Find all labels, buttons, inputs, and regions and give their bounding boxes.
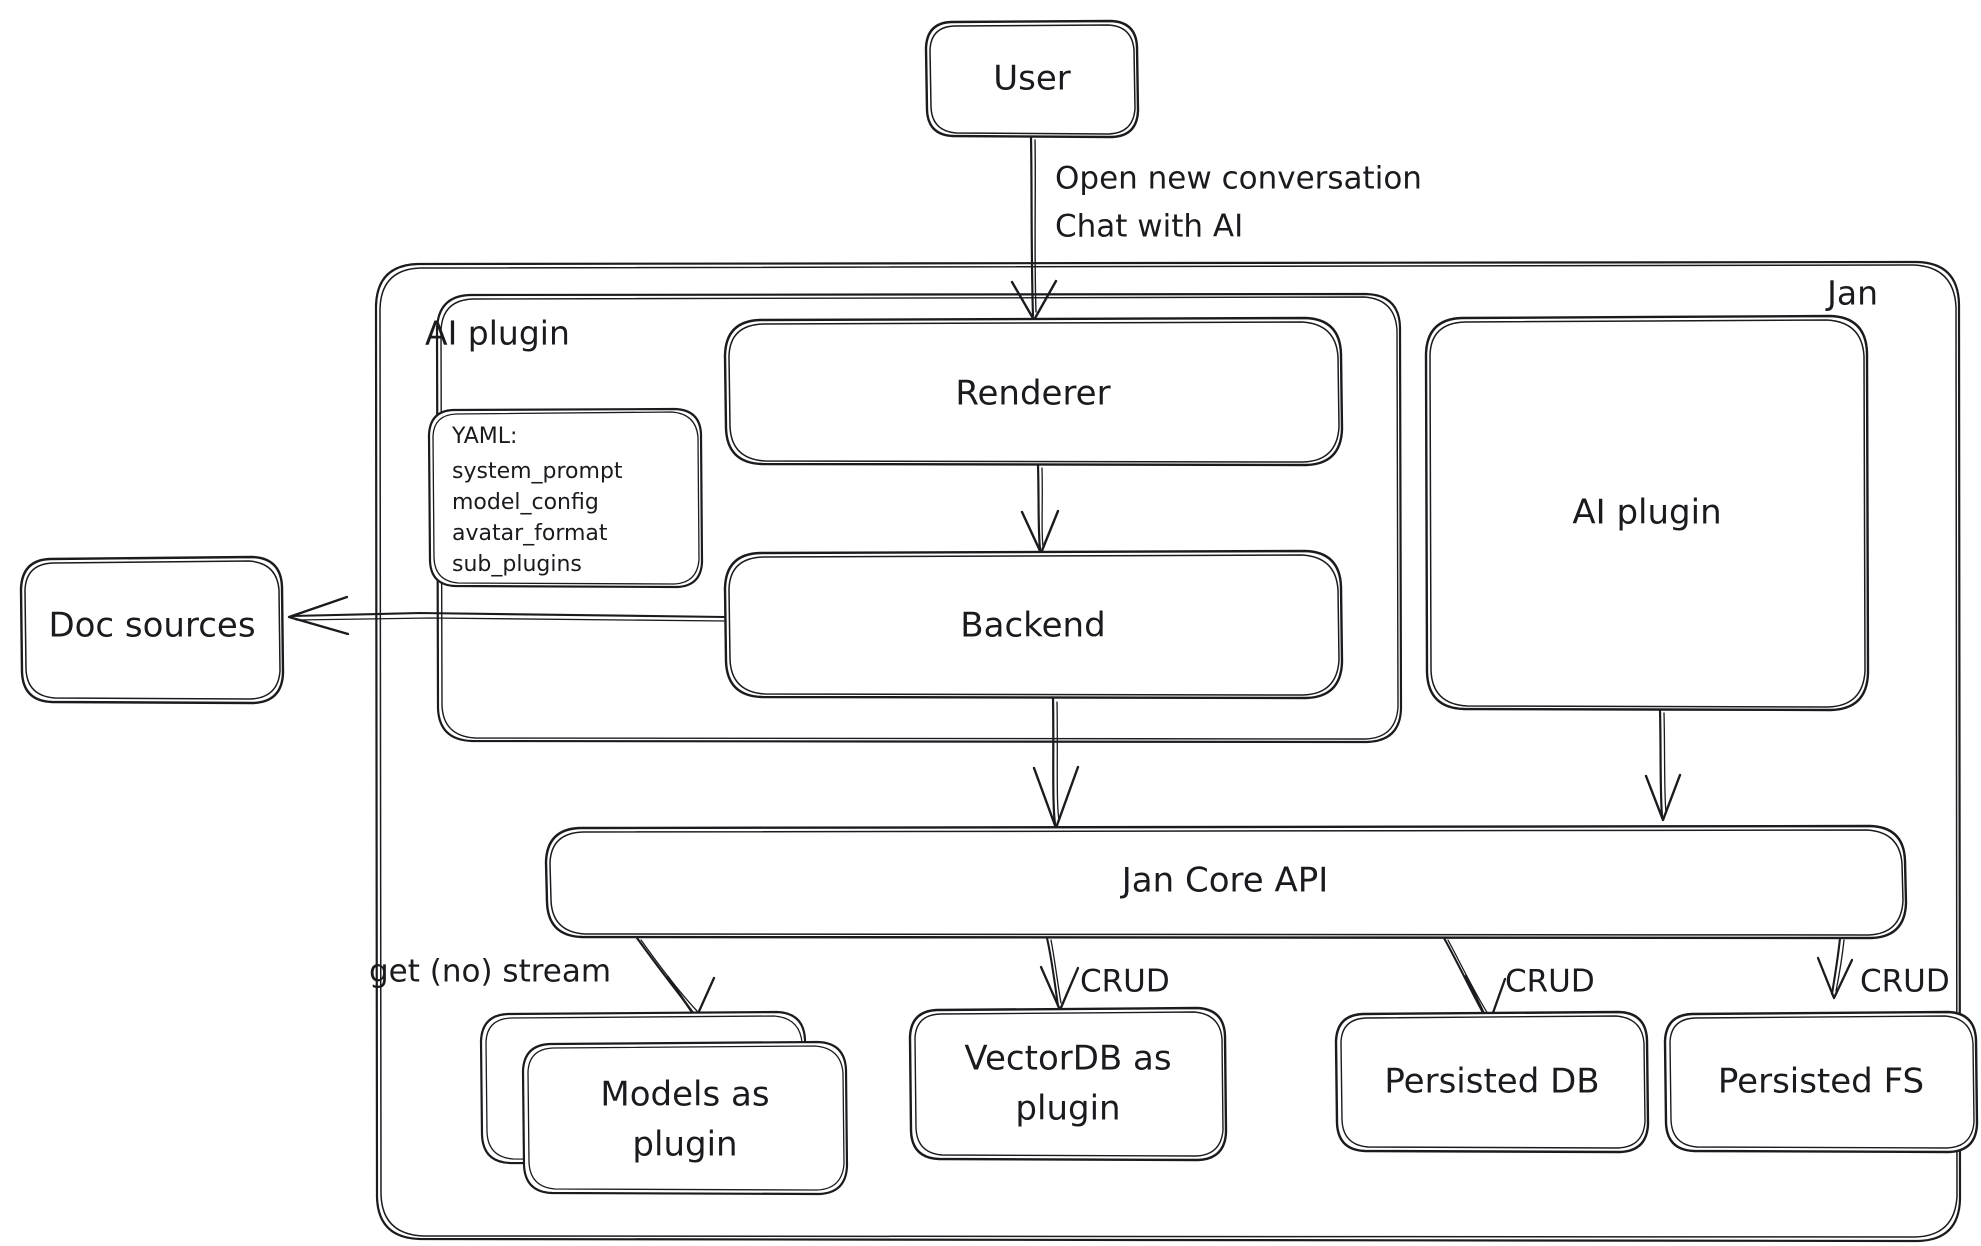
edge-core-api-to-vectordb-label: CRUD xyxy=(1080,964,1170,1000)
node-models-as-plugin-label-line2: plugin xyxy=(632,1125,737,1165)
node-persisted-db[interactable]: Persisted DB xyxy=(1334,1010,1650,1154)
edge-ai-plugin-to-core-api xyxy=(1644,708,1682,822)
node-persisted-fs-label: Persisted FS xyxy=(1718,1062,1924,1102)
node-doc-sources-label: Doc sources xyxy=(48,606,255,646)
yaml-card-key-system-prompt: system_prompt xyxy=(452,459,623,484)
node-renderer-label: Renderer xyxy=(955,374,1110,414)
edge-user-to-renderer: Open new conversation Chat with AI xyxy=(1010,135,1422,322)
edge-user-to-renderer-label-line2: Chat with AI xyxy=(1055,209,1243,245)
edge-core-api-to-persisted-fs: CRUD xyxy=(1816,936,1950,1000)
node-user[interactable]: User xyxy=(924,19,1140,139)
node-ai-plugin-right[interactable]: AI plugin xyxy=(1424,314,1870,712)
node-ai-plugin-right-label: AI plugin xyxy=(1572,493,1721,533)
node-backend[interactable]: Backend xyxy=(723,549,1344,700)
yaml-config-card[interactable]: YAML: system_prompt model_config avatar_… xyxy=(427,407,704,589)
edge-core-api-to-persisted-fs-label: CRUD xyxy=(1860,964,1950,1000)
edge-core-api-to-persisted-db: CRUD xyxy=(1442,936,1595,1026)
node-renderer[interactable]: Renderer xyxy=(723,316,1344,467)
container-jan-label: Jan xyxy=(1825,274,1878,313)
node-vectordb-as-plugin[interactable]: VectorDB as plugin xyxy=(908,1006,1228,1162)
yaml-card-key-avatar-format: avatar_format xyxy=(452,521,608,546)
edge-backend-to-doc-sources xyxy=(287,595,727,636)
edge-user-to-renderer-label-line1: Open new conversation xyxy=(1055,161,1422,197)
node-backend-label: Backend xyxy=(960,606,1105,646)
edge-core-api-to-models: get (no) stream xyxy=(369,936,716,1020)
node-persisted-fs[interactable]: Persisted FS xyxy=(1663,1010,1979,1154)
node-jan-core-api-label: Jan Core API xyxy=(1120,861,1329,901)
yaml-card-key-model-config: model_config xyxy=(452,490,599,515)
node-models-as-plugin[interactable]: Models as plugin xyxy=(479,1010,849,1196)
node-models-as-plugin-label-line1: Models as xyxy=(600,1075,769,1115)
edge-core-api-to-models-label: get (no) stream xyxy=(369,954,611,990)
yaml-card-title: YAML: xyxy=(451,424,517,449)
node-jan-core-api[interactable]: Jan Core API xyxy=(544,824,1908,940)
edge-core-api-to-persisted-db-label: CRUD xyxy=(1505,964,1595,1000)
container-ai-plugin-group-label: AI plugin xyxy=(425,314,570,353)
node-vectordb-as-plugin-label-line2: plugin xyxy=(1015,1089,1120,1129)
edge-core-api-to-vectordb: CRUD xyxy=(1039,936,1170,1012)
yaml-card-key-sub-plugins: sub_plugins xyxy=(452,552,582,577)
node-doc-sources[interactable]: Doc sources xyxy=(19,555,285,705)
node-user-label: User xyxy=(993,59,1071,99)
node-vectordb-as-plugin-label-line1: VectorDB as xyxy=(964,1039,1171,1079)
node-persisted-db-label: Persisted DB xyxy=(1384,1062,1599,1102)
